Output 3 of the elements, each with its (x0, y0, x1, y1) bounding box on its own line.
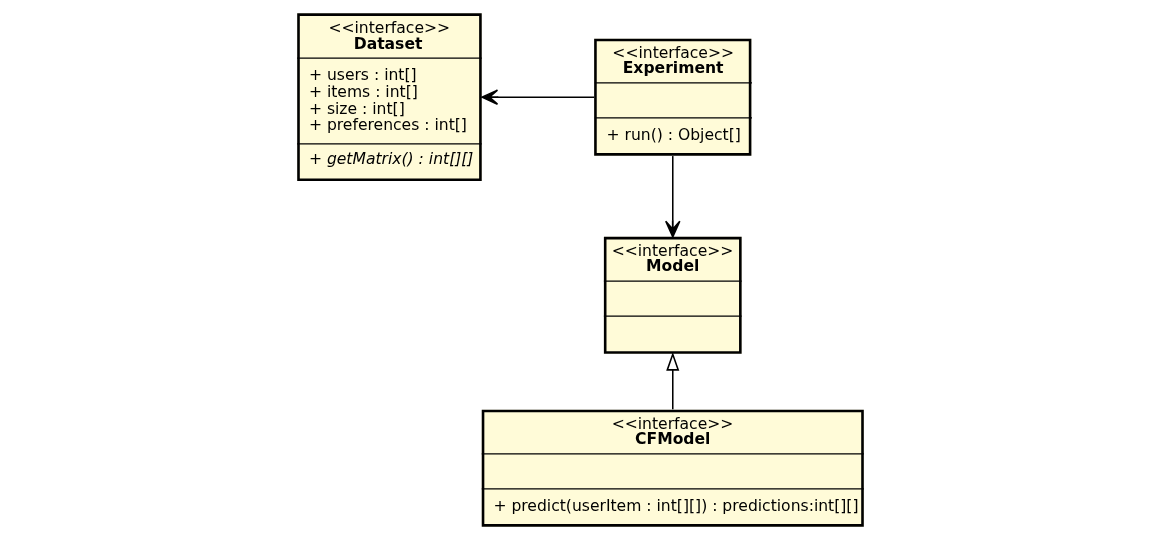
arrow (666, 351, 680, 411)
arrow (481, 89, 595, 105)
arrow (664, 155, 681, 238)
